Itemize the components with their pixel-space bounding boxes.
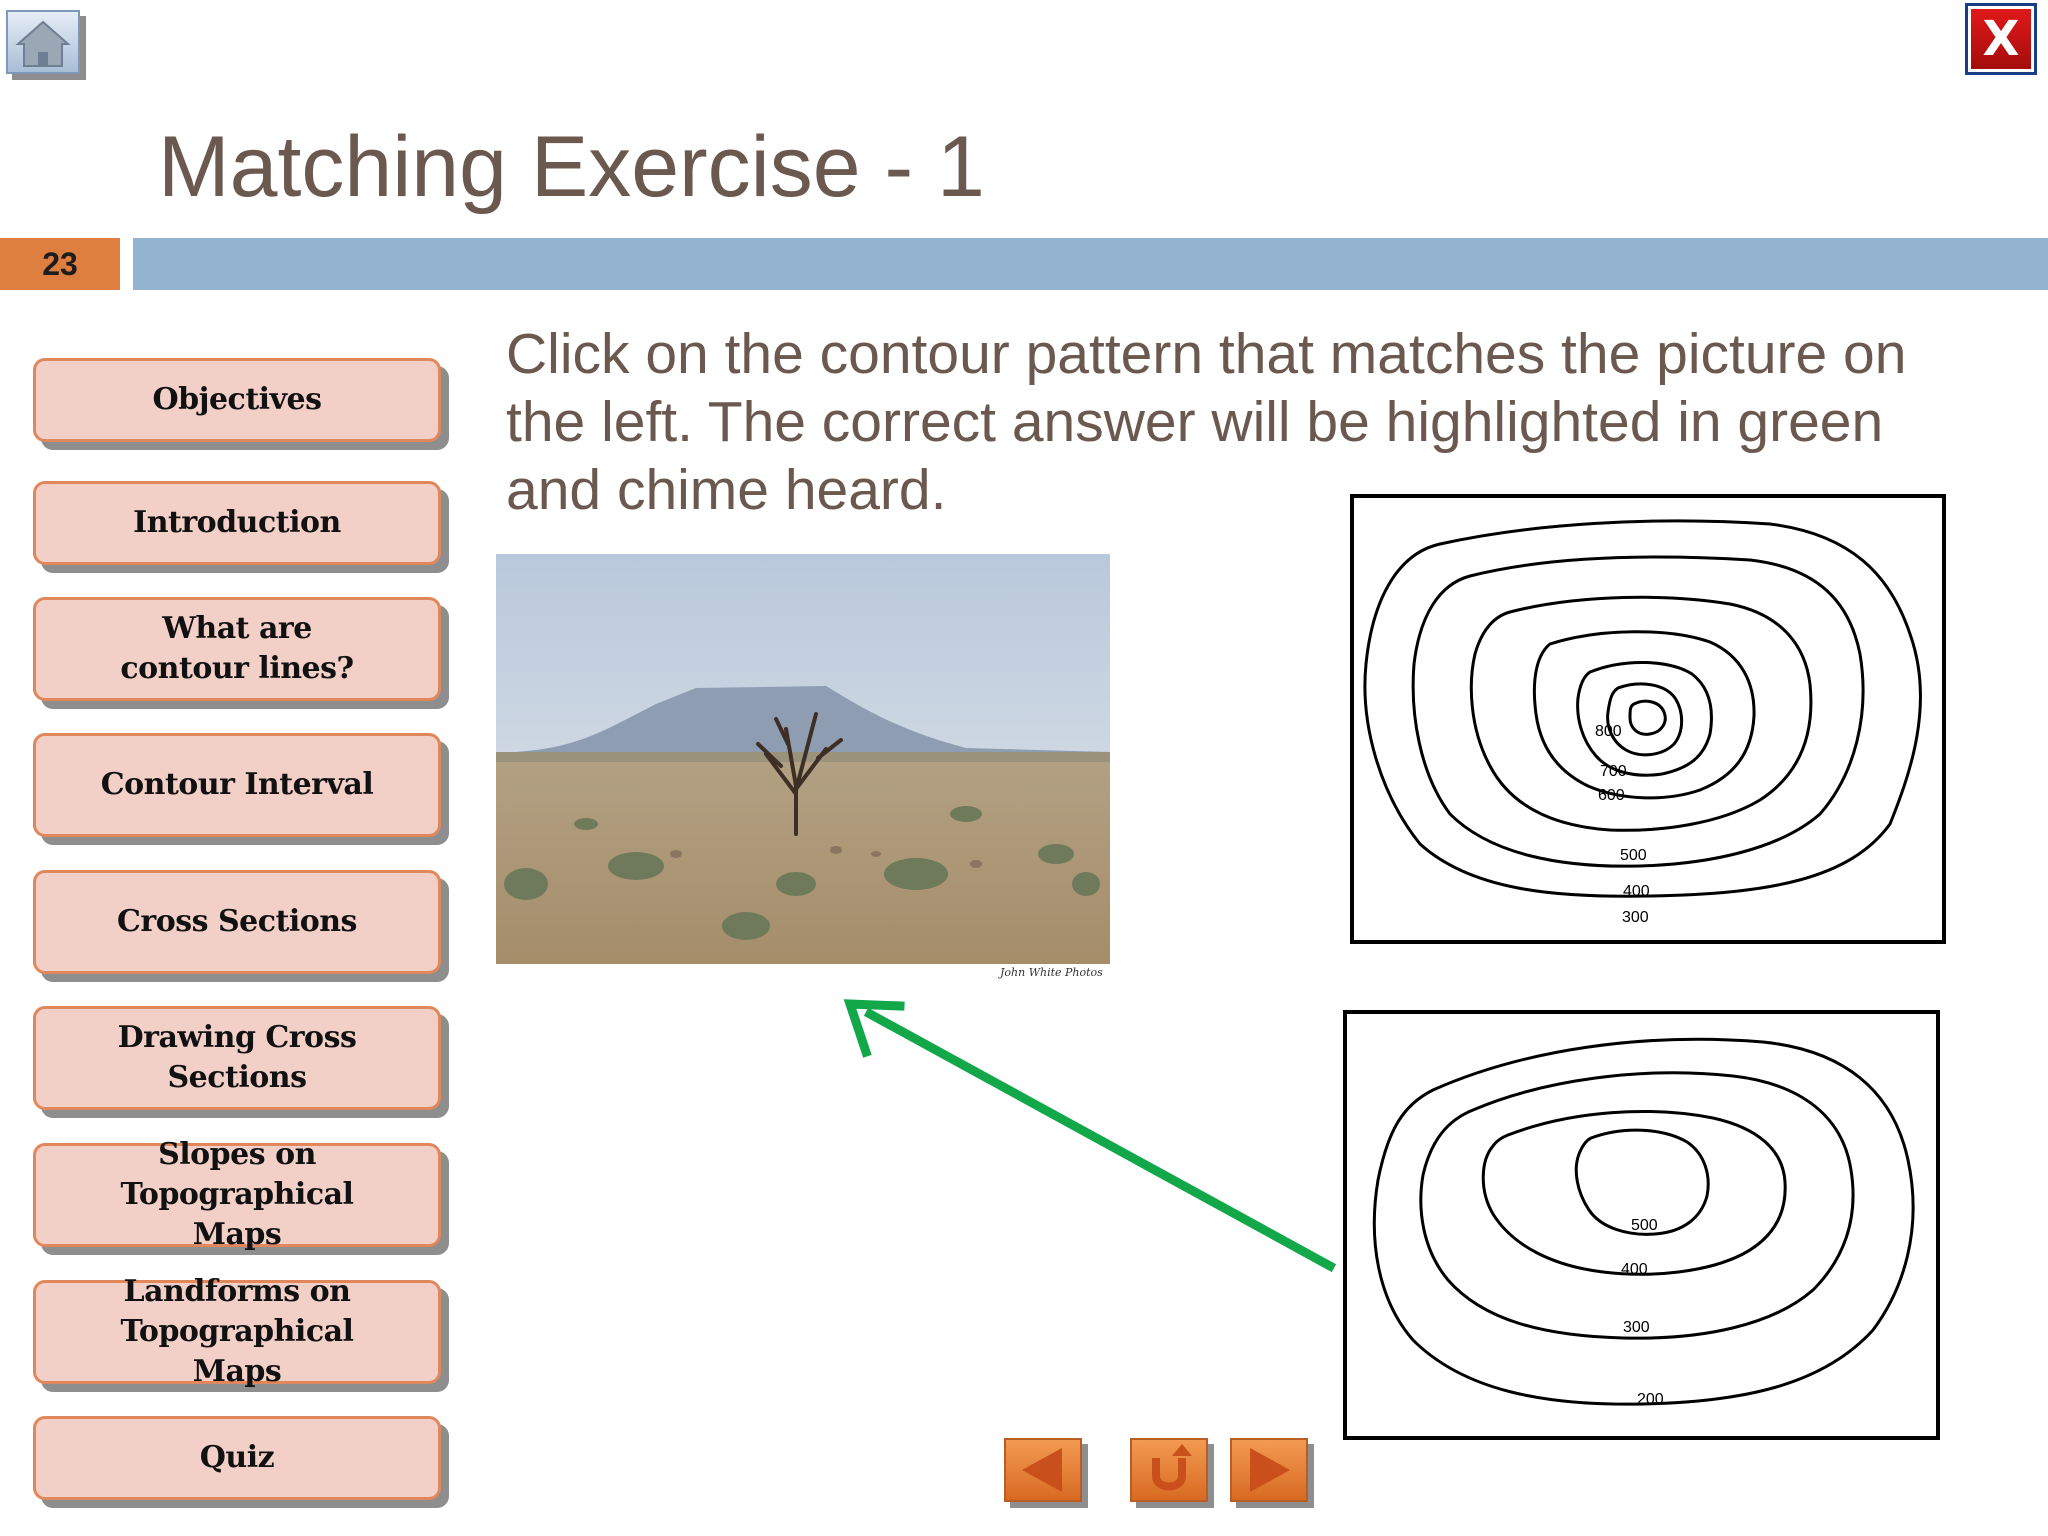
- answer-arrow-icon: [830, 990, 1350, 1280]
- contour-label: 500: [1631, 1217, 1658, 1234]
- title-accent-bar: [133, 238, 2048, 290]
- nav-contour-interval-button[interactable]: Contour Interval: [33, 733, 441, 837]
- contour-map-option-b[interactable]: 500 400 300 200: [1343, 1010, 1940, 1440]
- nav-slopes-button[interactable]: Slopes on Topographical Maps: [33, 1137, 441, 1252]
- nav-button-label: Landforms on Topographical Maps: [120, 1274, 354, 1389]
- nav-button-label: Slopes on Topographical Maps: [120, 1137, 354, 1252]
- nav-button-label: Cross Sections: [117, 904, 357, 939]
- contour-label: 400: [1621, 1261, 1648, 1278]
- contour-label: 200: [1637, 1391, 1664, 1408]
- contour-label: 600: [1598, 787, 1625, 804]
- back-button[interactable]: [1004, 1438, 1082, 1502]
- back-arrow-icon: [1022, 1448, 1062, 1492]
- contour-label: 300: [1622, 909, 1649, 926]
- contour-label: 300: [1623, 1319, 1650, 1336]
- contour-label: 800: [1595, 723, 1622, 740]
- contour-label: 500: [1620, 847, 1647, 864]
- nav-drawing-cross-sections-button[interactable]: Drawing Cross Sections: [33, 1006, 441, 1110]
- landscape-photo: [496, 554, 1110, 964]
- nav-button-label: What are contour lines?: [120, 611, 354, 686]
- nav-button-label: Contour Interval: [100, 767, 374, 802]
- nav-cross-sections-button[interactable]: Cross Sections: [33, 870, 441, 974]
- close-button[interactable]: X: [1965, 3, 2037, 75]
- contour-map-option-a[interactable]: 800 700 600 500 400 300: [1350, 494, 1946, 944]
- nav-button-label: Introduction: [133, 505, 341, 540]
- forward-button[interactable]: [1230, 1438, 1308, 1502]
- nav-button-label: Quiz: [199, 1440, 275, 1475]
- nav-introduction-button[interactable]: Introduction: [33, 481, 441, 565]
- forward-arrow-icon: [1250, 1448, 1290, 1492]
- nav-quiz-button[interactable]: Quiz: [33, 1416, 441, 1500]
- instructions-text: Click on the contour pattern that matche…: [506, 322, 1907, 522]
- nav-landforms-button[interactable]: Landforms on Topographical Maps: [33, 1274, 441, 1389]
- nav-button-label: Objectives: [152, 382, 322, 417]
- home-icon: [15, 20, 71, 67]
- nav-button-label: Drawing Cross Sections: [117, 1020, 357, 1095]
- return-icon: [1152, 1444, 1192, 1491]
- nav-objectives-button[interactable]: Objectives: [33, 358, 441, 442]
- home-button[interactable]: [6, 10, 80, 74]
- page-title: Matching Exercise - 1: [158, 119, 985, 215]
- nav-contour-lines-button[interactable]: What are contour lines?: [33, 597, 441, 701]
- photo-credit: John White Photos: [1000, 966, 1103, 979]
- return-button[interactable]: [1130, 1438, 1208, 1502]
- slide-number: 23: [0, 238, 120, 290]
- contour-label: 700: [1600, 763, 1627, 780]
- contour-label: 400: [1623, 883, 1650, 900]
